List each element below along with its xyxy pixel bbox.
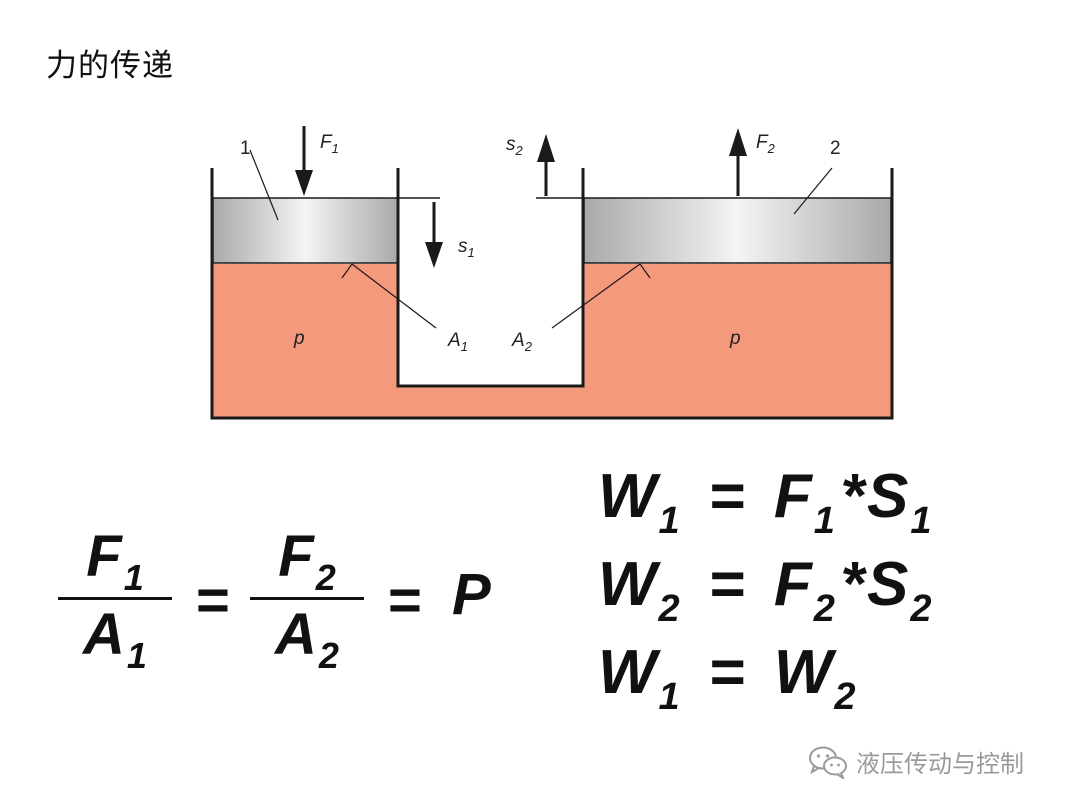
area2-tick xyxy=(639,263,651,279)
fraction2-numerator: F2 xyxy=(278,524,336,599)
work-equation-1: W1=F1*S1 xyxy=(598,462,932,543)
fraction2-denominator: A2 xyxy=(275,602,339,677)
piston2-label: 2 xyxy=(830,138,841,159)
fraction1-numerator: F1 xyxy=(86,524,144,599)
area1-tick xyxy=(341,263,353,279)
pressure-result: P xyxy=(452,562,491,627)
hydraulic-press-diagram: 1 2 F1 F2 s1 s2 A1 A2 p p xyxy=(210,126,894,420)
s1-arrow xyxy=(425,202,443,268)
area2-leader xyxy=(551,263,641,329)
pressure-left-label: p xyxy=(293,328,305,349)
s2-label: s2 xyxy=(506,134,524,158)
area1-leader xyxy=(351,263,437,329)
piston1-leader xyxy=(249,149,279,221)
piston2-leader xyxy=(793,167,833,215)
pressure-right-label: p xyxy=(729,328,741,349)
area1-label: A1 xyxy=(447,330,468,354)
fraction2-bar xyxy=(250,597,364,600)
force1-label: F1 xyxy=(320,132,339,156)
work-equation-2: W2=F2*S2 xyxy=(598,550,932,631)
watermark-text: 液压传动与控制 xyxy=(856,750,1024,778)
fraction-f1-a1: F1 A1 xyxy=(58,524,172,677)
fraction1-bar xyxy=(58,597,172,600)
s1-label: s1 xyxy=(458,236,475,260)
piston-1 xyxy=(212,197,399,264)
hydraulic-fluid xyxy=(212,264,892,418)
force2-label: F2 xyxy=(756,132,776,156)
page-title: 力的传递 xyxy=(46,48,174,84)
s2-arrow xyxy=(537,134,555,196)
piston1-label: 1 xyxy=(240,138,251,159)
container-outline xyxy=(210,168,894,420)
equals-sign-1: = xyxy=(196,568,230,633)
fraction-f2-a2: F2 A2 xyxy=(250,524,364,677)
area2-label: A2 xyxy=(511,330,533,354)
wechat-icon xyxy=(809,746,847,779)
work-equation-3: W1=W2 xyxy=(598,638,856,719)
equals-sign-2: = xyxy=(388,568,422,633)
piston-2 xyxy=(583,197,892,264)
watermark: 液压传动与控制 xyxy=(808,744,1024,779)
force1-arrow xyxy=(295,126,313,196)
fraction1-denominator: A1 xyxy=(83,602,147,677)
force2-arrow xyxy=(729,128,747,196)
